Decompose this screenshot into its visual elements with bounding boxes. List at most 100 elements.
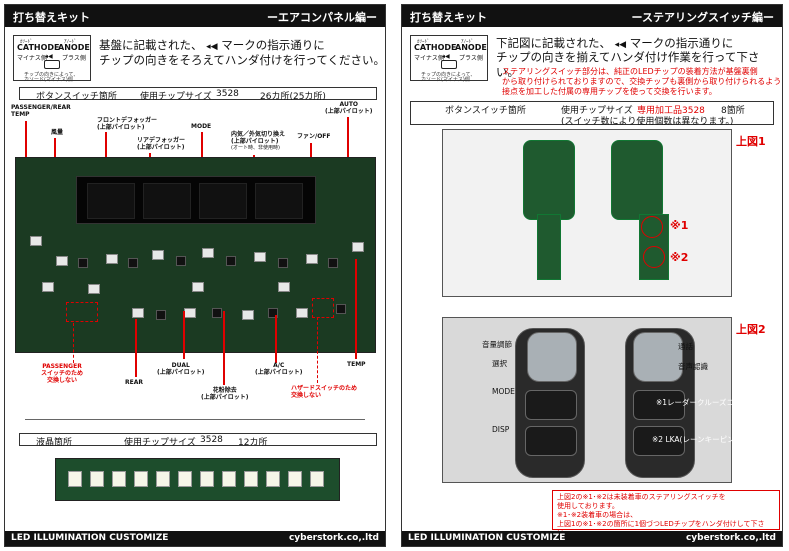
- switch-chip: [306, 254, 318, 264]
- left-page: 打ち替えキット ーエアコンパネル編ー ｶｿｰﾄﾞ ｱﾉｰﾄﾞ CATHODE A…: [4, 4, 386, 547]
- front-defogger-note: (上部パイロット): [97, 124, 145, 131]
- right-chip-label: 使用チップサイズ: [561, 106, 633, 116]
- callout-rear-defogger: リアデフォッガー (上部パイロット): [137, 137, 185, 151]
- left-header-title: 打ち替えキット: [13, 11, 90, 24]
- lane-button-photo: [633, 426, 685, 456]
- right-note-box: 上図2の※1･※2は未装着車のステアリングスイッチを 使用しております。 ※1･…: [552, 490, 780, 537]
- label-mode: MODE: [492, 387, 515, 396]
- lcd-segment: [143, 183, 191, 219]
- lcd-chip-label: 使用チップサイズ: [124, 438, 196, 448]
- switch-tact: [278, 258, 288, 268]
- switch-tact: [128, 258, 138, 268]
- legend-anode: ANODE: [455, 43, 487, 52]
- led-chip: [112, 471, 126, 487]
- lcd-window: [76, 176, 316, 224]
- flower-mode-text: 花粉除去: [212, 387, 237, 394]
- steering-pcb-left-bottom: [537, 214, 561, 280]
- switch-tact: [176, 256, 186, 266]
- hazard-switch-area: [312, 298, 334, 318]
- leader-line: [355, 259, 357, 359]
- left-lcd-section-header: 液晶箇所 使用チップサイズ 3528 12カ所: [19, 433, 377, 448]
- front-defogger-text: フロントデフォッガー: [97, 117, 158, 124]
- leader-line: [25, 121, 27, 183]
- note-box-line3: ※1･※2装着車の場合は、: [557, 511, 638, 519]
- right-footer-brand: LED ILLUMINATION CUSTOMIZE: [408, 533, 566, 543]
- switch-tact: [156, 310, 166, 320]
- intake-switch-detail: (オート時、非使用時): [231, 145, 280, 151]
- led-chip: [200, 471, 214, 487]
- legend-note2: カソード(マイナス)側: [24, 77, 73, 83]
- legend-small-anode: ｱﾉｰﾄﾞ: [461, 39, 474, 45]
- steering-pcb-right-top: [611, 140, 663, 220]
- callout-rear: REAR: [125, 379, 143, 386]
- ac-note: (上部パイロット): [255, 369, 303, 376]
- switch-tact: [226, 256, 236, 266]
- right-chip-note: (スイッチ数により使用個数は異なります。): [561, 117, 734, 127]
- steering-pcb-photo: [442, 129, 732, 297]
- switch-chip: [192, 282, 204, 292]
- right-footer-bar: LED ILLUMINATION CUSTOMIZE cyberstork.co…: [402, 531, 782, 546]
- button-chip-count: 26カ所(25カ所): [260, 92, 326, 102]
- callout-passenger-rear: PASSENGER/REAR TEMP: [11, 104, 71, 118]
- callout-mode: MODE: [191, 123, 212, 130]
- callout-intake-switch: 内気／外気切り換え (上部パイロット) (オート時、非使用時): [231, 131, 285, 152]
- right-footer-company: cyberstork.co,.ltd: [685, 533, 776, 543]
- switch-chip: [202, 248, 214, 258]
- left-footer-bar: LED ILLUMINATION CUSTOMIZE cyberstork.co…: [5, 531, 385, 546]
- legend-cathode: CATHODE: [414, 43, 457, 52]
- mark2-label: ※2: [670, 251, 689, 264]
- steering-switch-photo: [442, 317, 732, 483]
- button-chip-label: 使用チップサイズ: [140, 92, 212, 102]
- polarity-arrow-icon: ◂◀: [614, 40, 627, 50]
- switch-tact: [212, 308, 222, 318]
- switch-tact: [268, 308, 278, 318]
- callout-passenger-rear-text: PASSENGER/REAR: [11, 104, 71, 111]
- red-note-line3: 接点を加工した付属の専用チップを使って交換を行います。: [502, 87, 717, 96]
- legend-plus: プラス側: [62, 55, 86, 62]
- switch-chip: [152, 250, 164, 260]
- rear-defogger-text: リアデフォッガー: [137, 137, 186, 144]
- switch-chip: [106, 254, 118, 264]
- switch-chip: [88, 284, 100, 294]
- switch-tact: [328, 258, 338, 268]
- led-chip: [288, 471, 302, 487]
- switch-chip: [56, 256, 68, 266]
- left-header-bar: 打ち替えキット ーエアコンパネル編ー: [5, 5, 385, 27]
- label-call: 通話: [678, 342, 693, 351]
- callout-flower-mode: 花粉除去 (上部パイロット): [201, 387, 249, 401]
- lcd-segment: [87, 183, 135, 219]
- chip-diagram-icon: [441, 60, 457, 69]
- hazard-text2: 交換しない: [291, 392, 322, 399]
- led-chip: [310, 471, 324, 487]
- right-button-section-label: ボタンスイッチ箇所: [445, 106, 526, 116]
- note-box-line1: 上図2の※1･※2は未装着車のステアリングスイッチを: [557, 493, 726, 501]
- switch-tact: [78, 258, 88, 268]
- red-note-line2: から取り付けられておりますので、交換チップも裏側から取り付けられるよう: [502, 77, 782, 86]
- aircon-pcb-photo: [15, 157, 376, 353]
- label-select: 選択: [492, 359, 507, 368]
- legend-small-anode: ｱﾉｰﾄﾞ: [64, 39, 77, 45]
- label-volume: 音量調節: [482, 340, 512, 349]
- left-button-section-header: ボタンスイッチ箇所 使用チップサイズ 3528 26カ所(25カ所): [19, 87, 377, 102]
- legend-note2: カソード(マイナス)側: [421, 77, 470, 83]
- figure2-label: 上図2: [736, 323, 766, 336]
- dual-text: DUAL: [171, 362, 190, 369]
- mark1-circle: [641, 216, 663, 238]
- lcd-chip-size: 3528: [200, 435, 223, 445]
- switch-tact: [336, 304, 346, 314]
- flower-mode-note: (上部パイロット): [201, 394, 249, 401]
- label-disp: DISP: [492, 425, 510, 434]
- led-chip: [244, 471, 258, 487]
- dashed-leader-line: [73, 323, 74, 363]
- ac-text: A/C: [273, 362, 285, 369]
- intake-switch-text: 内気／外気切り換え: [231, 131, 286, 138]
- led-chip: [156, 471, 170, 487]
- intake-switch-note: (上部パイロット): [231, 138, 279, 145]
- switch-chip: [242, 310, 254, 320]
- legend-note1: チップの向きによって、: [24, 72, 79, 78]
- instruction-text-1b: マークの指示通りに: [629, 36, 734, 50]
- callout-passenger-no-replace: PASSENGER スイッチのため 交換しない: [41, 363, 83, 384]
- left-header-subtitle: ーエアコンパネル編ー: [267, 11, 377, 24]
- passenger-switch-area: [66, 302, 98, 322]
- led-chip: [68, 471, 82, 487]
